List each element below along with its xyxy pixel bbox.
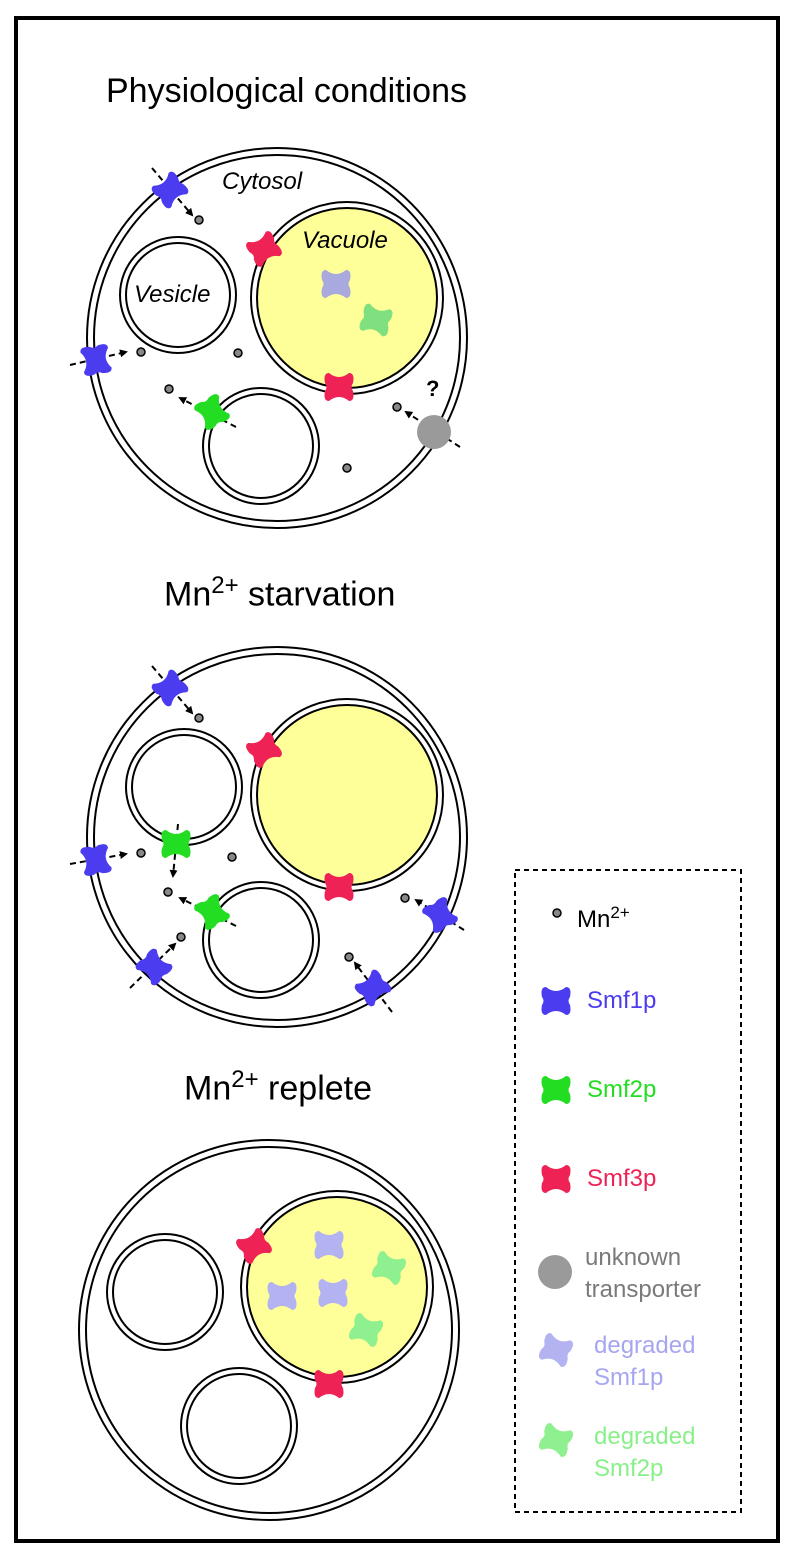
mn-ion (164, 384, 174, 394)
vesicle (131, 734, 237, 840)
mn-ion (163, 887, 173, 897)
unknown-question-mark: ? (426, 376, 440, 401)
mn-ion (176, 932, 186, 942)
panel-replete (78, 1139, 460, 1521)
vesicle (112, 1239, 218, 1345)
legend-smf1p-icon (541, 987, 571, 1015)
legend-mn-main: Mn (577, 906, 611, 933)
figure-frame (14, 16, 780, 1543)
mn-ion (400, 893, 410, 903)
legend (514, 869, 742, 1513)
title-replete-mn: Mn (184, 1069, 232, 1108)
legend-box (514, 869, 742, 1513)
legend-degraded-smf2p-line1: degraded (594, 1423, 696, 1450)
legend-mn-label: Mn2+ (577, 897, 630, 936)
mn-ion (342, 463, 352, 473)
title-replete-sup: 2+ (231, 1066, 259, 1093)
legend-degraded-smf1p-icon (537, 1331, 575, 1369)
vacuole (256, 704, 438, 886)
mn-ion (392, 402, 402, 412)
title-starvation: Mn2+ starvation (164, 572, 395, 614)
smf2p-transporter (161, 830, 191, 858)
vesicle-2 (208, 393, 314, 499)
degraded-smf1p (314, 1231, 344, 1259)
legend-smf3p-label: Smf3p (587, 1165, 657, 1192)
legend-degraded-smf2p-icon (537, 1421, 575, 1459)
unknown-transporter (417, 415, 451, 449)
legend-degraded-smf1p-line2: Smf1p (594, 1364, 664, 1391)
smf3p-transporter (314, 1370, 344, 1398)
legend-smf2p-label: Smf2p (587, 1076, 657, 1103)
legend-unknown-line2: transporter (585, 1276, 702, 1303)
legend-smf3p-icon (541, 1165, 571, 1193)
vesicle-label: Vesicle (134, 281, 211, 308)
legend-unknown-line1: unknown (585, 1244, 682, 1271)
title-starvation-mn: Mn (164, 575, 212, 614)
degraded-smf1p (267, 1282, 297, 1310)
vacuole-label: Vacuole (302, 227, 388, 254)
panel-starvation (69, 646, 468, 1028)
legend-degraded-smf2p-line2: Smf2p (594, 1455, 664, 1482)
mn-ion (194, 713, 204, 723)
smf3p-transporter (324, 873, 354, 901)
legend-mn-sup: 2+ (610, 903, 630, 922)
mn-ion (227, 852, 237, 862)
panel-physiological (69, 147, 468, 529)
vesicle-2 (186, 1373, 292, 1479)
legend-degraded-smf1p-line1: degraded (594, 1332, 696, 1359)
title-starvation-sup: 2+ (211, 572, 239, 599)
mn-ion (233, 348, 243, 358)
cytosol-label: Cytosol (222, 168, 303, 195)
mn-transport-arrow (169, 823, 179, 878)
legend-mn-ion (552, 908, 562, 918)
mn-ion (194, 215, 204, 225)
mn-ion (136, 848, 146, 858)
legend-smf2p-icon (541, 1076, 571, 1104)
degraded-smf1p (318, 1279, 348, 1307)
vesicle (125, 242, 231, 348)
vesicle-2 (208, 887, 314, 993)
smf3p-transporter (324, 373, 354, 401)
mn-ion (136, 347, 146, 357)
legend-unknown-label: unknown transporter (585, 1242, 701, 1306)
legend-unknown-icon (538, 1255, 572, 1289)
mn-ion (344, 952, 354, 962)
title-replete-rest: replete (258, 1069, 373, 1108)
title-replete: Mn2+ replete (184, 1066, 372, 1108)
title-physiological: Physiological conditions (106, 72, 467, 110)
legend-smf1p-label: Smf1p (587, 987, 657, 1014)
degraded-smf1p (321, 270, 351, 298)
title-starvation-rest: starvation (238, 575, 396, 614)
